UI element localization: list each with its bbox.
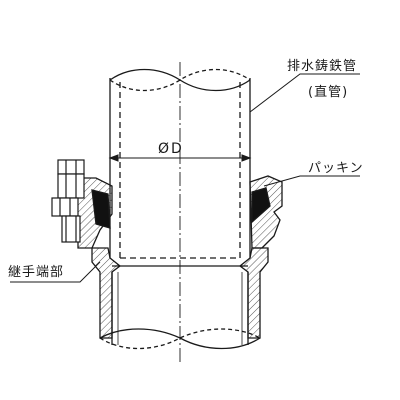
socket-wall-right [238,247,269,339]
leader-lines [10,73,360,283]
packing-right [251,187,271,224]
gland-right [249,175,283,249]
pipe-break-top-hidden [109,68,251,92]
leader-joint [10,261,101,283]
label-diameter: ØD [158,141,184,157]
packing-left [91,189,111,229]
socket-wall-left [91,247,122,339]
label-cast-iron-pipe: 排水鋳鉄管 [287,59,358,74]
label-straight-pipe: (直管) [308,85,349,100]
leader-pipe [249,73,360,113]
bolt-nut [51,159,85,243]
joint-socket [91,247,269,350]
label-joint-end: 継手端部 [8,265,65,280]
diameter-dimension [108,154,252,162]
label-packing: パッキン [308,161,364,176]
leader-packing [263,175,360,187]
